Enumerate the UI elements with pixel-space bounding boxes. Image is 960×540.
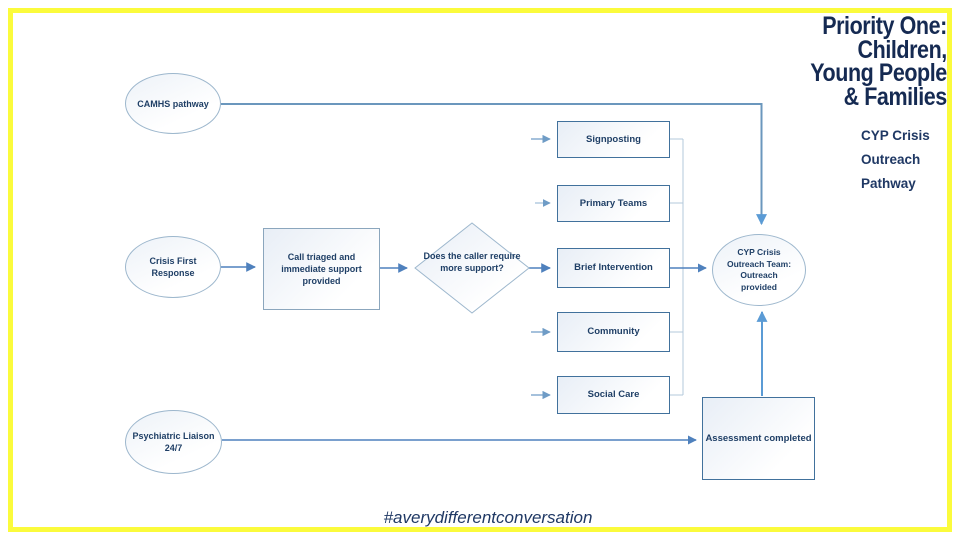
connector-camhs-to-cyp-team: [221, 103, 767, 226]
slide-title-line: Children,: [857, 35, 948, 64]
connector-right-rail: [670, 138, 684, 396]
node-label: Outreach: [740, 270, 778, 280]
node-camhs-pathway: CAMHS pathway: [125, 73, 221, 134]
node-label: Outreach Team:: [726, 258, 792, 269]
decision-diamond-shape: [414, 222, 530, 314]
node-cyp-crisis-outreach-team: CYP Crisis Outreach Team: Outreach provi…: [712, 234, 806, 306]
node-call-triaged: Call triaged and immediate support provi…: [263, 228, 380, 310]
slide-title-line: Priority One:: [822, 12, 947, 40]
node-assessment-completed: Assessment completed: [702, 397, 815, 480]
slide-subtitle-line: Pathway: [861, 176, 916, 191]
node-label: Does the caller require: [423, 251, 521, 261]
node-label: provided: [741, 281, 777, 292]
node-community: Community: [557, 312, 670, 352]
slide-title-line: & Families: [843, 82, 948, 111]
slide-title: Priority One: Children, Young People & F…: [810, 12, 948, 111]
hashtag-text: #averydifferentconversation: [383, 508, 593, 527]
node-brief-intervention: Brief Intervention: [557, 248, 670, 288]
node-label: Signposting: [586, 133, 641, 145]
node-decision-caller-support: Does the caller require more support?: [410, 250, 534, 274]
node-social-care: Social Care: [557, 376, 670, 414]
node-label: more support?: [440, 263, 504, 273]
node-label: 24/7: [164, 443, 183, 453]
node-label: Psychiatric Liaison: [132, 431, 215, 441]
node-label: CYP Crisis: [737, 247, 781, 257]
node-label: Brief Intervention: [574, 262, 653, 273]
slide-subtitle-line: CYP Crisis: [861, 128, 930, 143]
node-label: immediate support: [281, 264, 362, 274]
node-label: Call triaged and: [287, 252, 356, 262]
node-label: provided: [302, 276, 341, 286]
node-psychiatric-liaison: Psychiatric Liaison 24/7: [125, 410, 222, 474]
slide-subtitle-line: Outreach: [861, 152, 921, 167]
node-label: Response: [151, 268, 195, 278]
node-signposting: Signposting: [557, 121, 670, 158]
node-label: Social Care: [587, 389, 640, 400]
slide-title-line: Young People: [810, 59, 947, 87]
node-label: Crisis First: [149, 256, 197, 266]
node-label: CAMHS pathway: [137, 98, 209, 109]
node-primary-teams: Primary Teams: [557, 185, 670, 222]
node-label: Primary Teams: [579, 197, 648, 209]
node-label: Assessment completed: [705, 432, 812, 444]
slide-subtitle: CYP Crisis Outreach Pathway: [861, 124, 930, 196]
node-label: Community: [587, 326, 640, 337]
node-crisis-first-response: Crisis First Response: [125, 236, 221, 298]
